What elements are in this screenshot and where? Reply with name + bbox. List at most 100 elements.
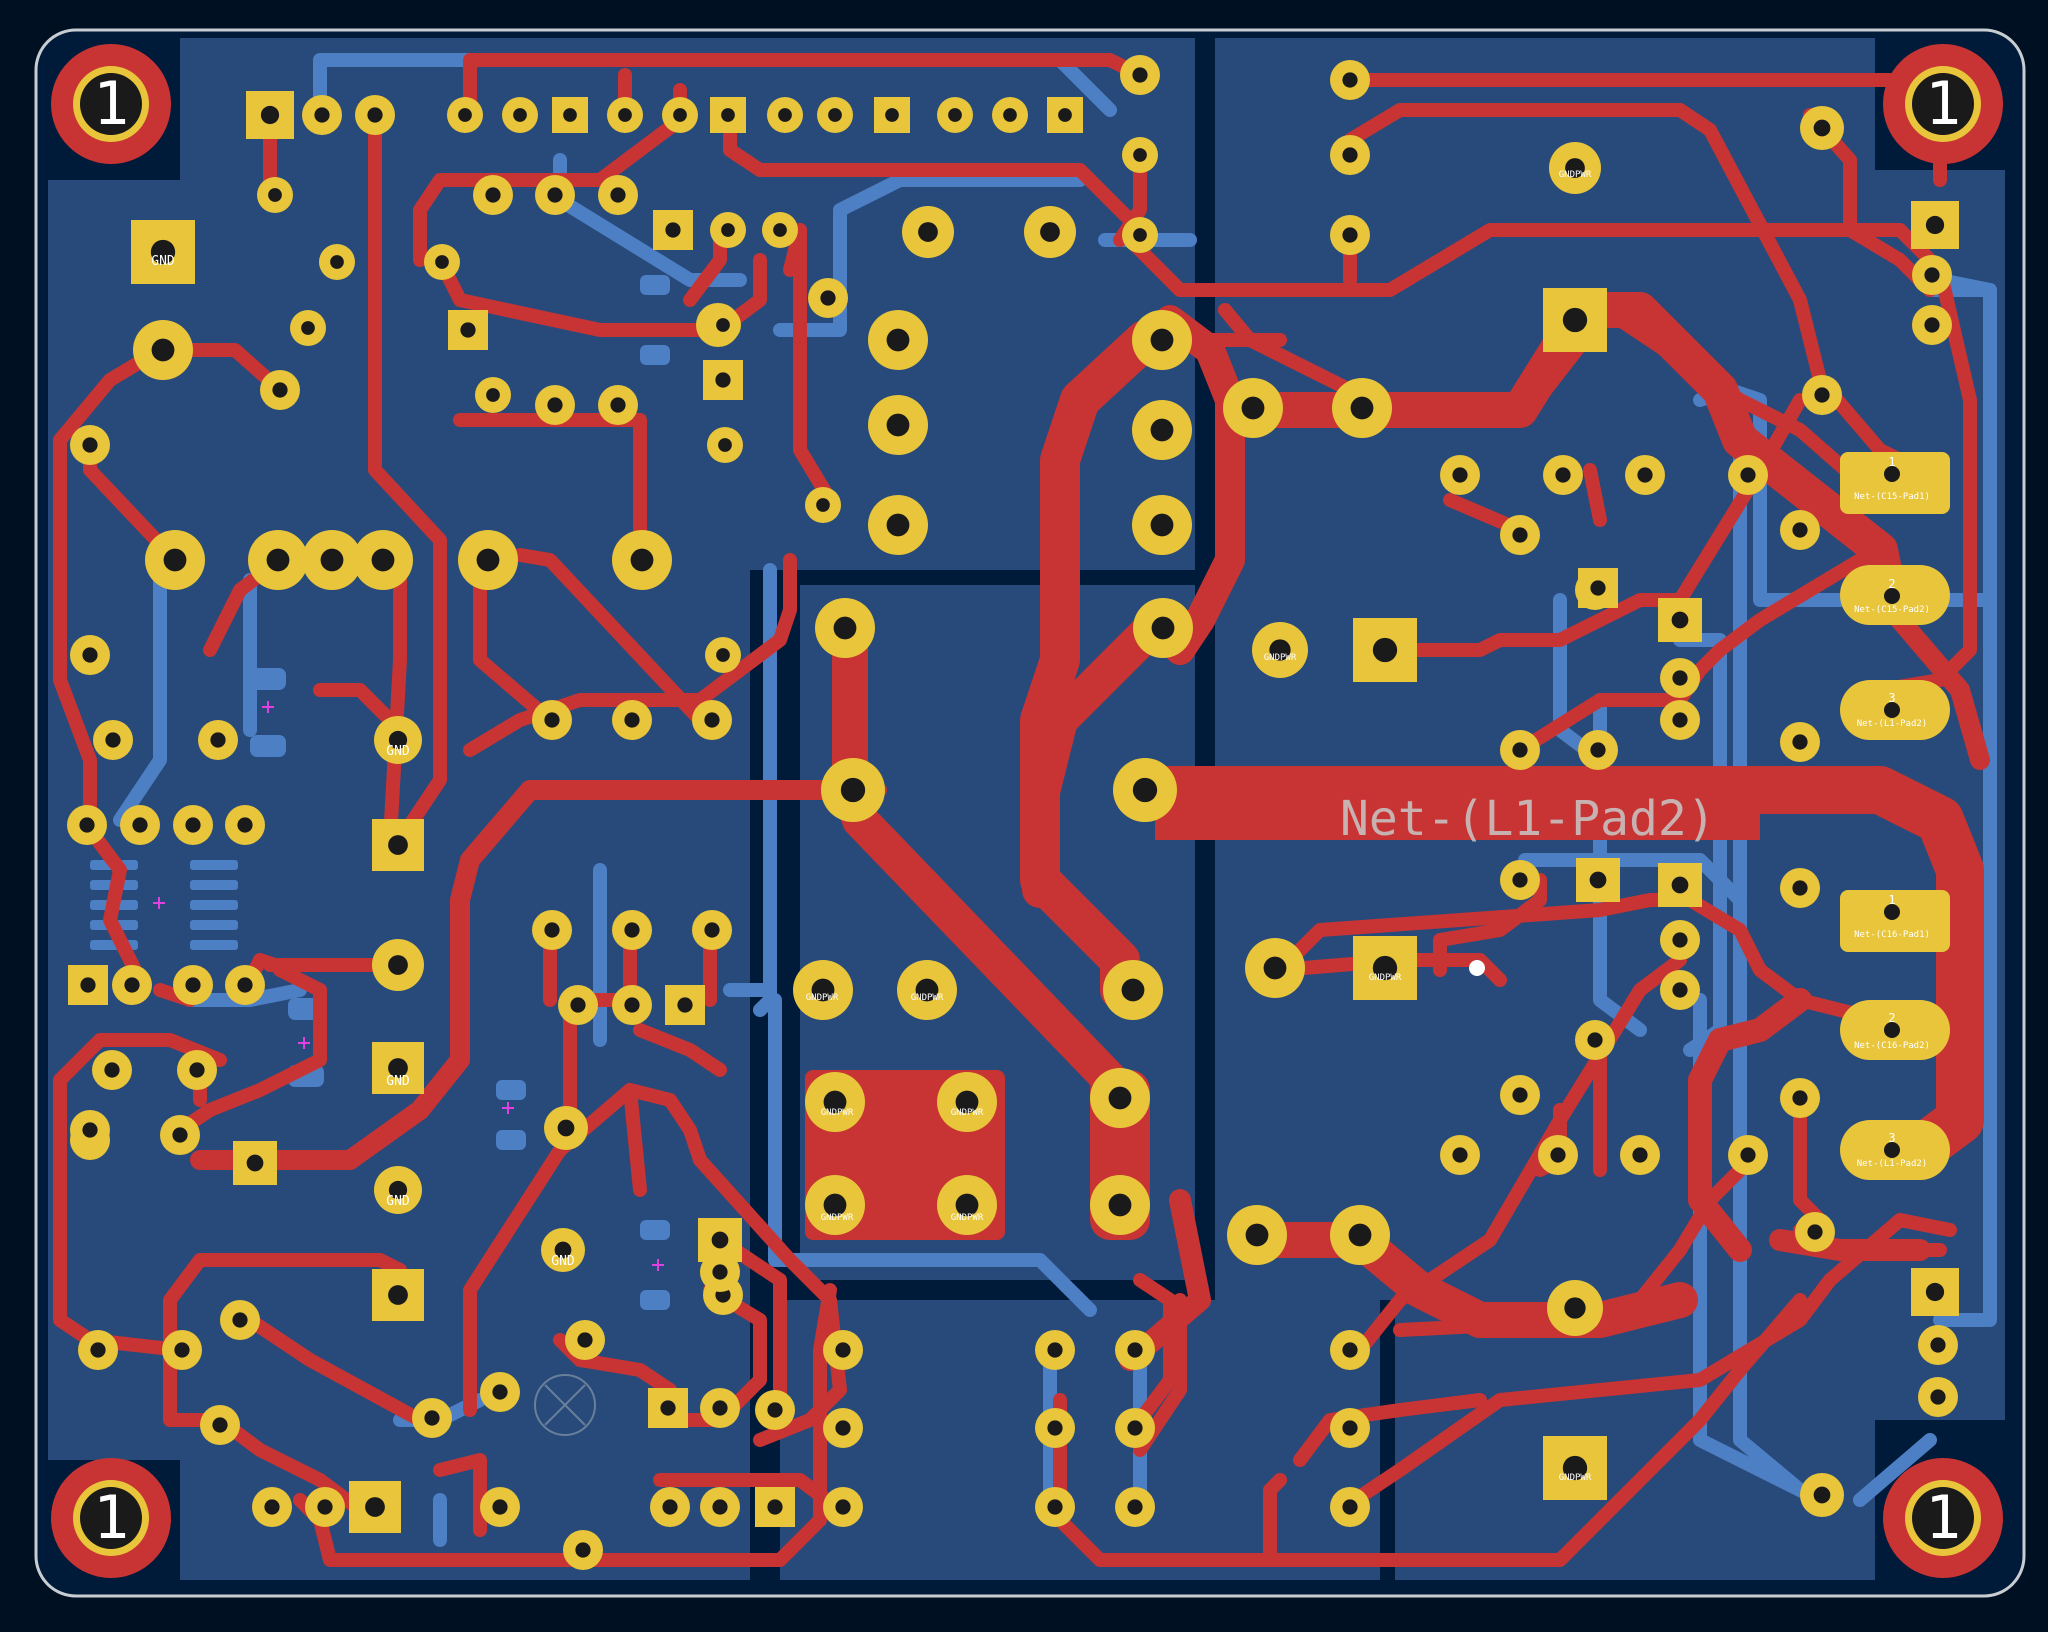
pad-label-gndpwr: GNDPWR [821, 1213, 854, 1223]
through-hole-pad [412, 1398, 452, 1438]
through-hole-pad [1035, 1330, 1075, 1370]
through-hole-pad [868, 495, 928, 555]
through-hole-pad [1132, 495, 1192, 555]
through-hole-pad [1780, 868, 1820, 908]
through-hole-pad [612, 910, 652, 950]
through-hole-pad [1660, 970, 1700, 1010]
square-pad [1578, 568, 1618, 608]
pad-net: Net-(C15-Pad1) [1854, 492, 1930, 502]
through-hole-pad [805, 1072, 865, 1132]
through-hole-pad [1330, 60, 1370, 100]
through-hole-pad [1035, 1408, 1075, 1448]
mounting-hole-label: 1 [93, 69, 129, 139]
round-pads [67, 55, 1958, 1570]
pad-net: Net-(L1-Pad2) [1857, 1159, 1927, 1169]
through-hole-pad [162, 1330, 202, 1370]
through-hole-pad [1660, 920, 1700, 960]
through-hole-pad [173, 805, 213, 845]
pad-label-gndpwr: GNDPWR [1559, 170, 1592, 180]
pad-label-gnd: GND [551, 1254, 575, 1269]
square-pad [1911, 1268, 1959, 1316]
through-hole-pad [1115, 1330, 1155, 1370]
pad-label-gndpwr: GNDPWR [951, 1213, 984, 1223]
through-hole-pad [1780, 1078, 1820, 1118]
through-hole-pad [707, 427, 743, 463]
square-pad [1353, 618, 1417, 682]
square-pad [1047, 97, 1083, 133]
through-hole-pad [160, 1115, 200, 1155]
square-pad [372, 819, 424, 871]
square-pad [698, 1218, 742, 1262]
through-hole-pad [868, 310, 928, 370]
mounting-hole-label: 1 [1925, 1483, 1961, 1553]
through-hole-pad [424, 244, 460, 280]
through-hole-pad [1252, 622, 1308, 678]
through-hole-pad [1223, 378, 1283, 438]
through-hole-pad [220, 1300, 260, 1340]
through-hole-pad [1500, 860, 1540, 900]
through-hole-pad [177, 1050, 217, 1090]
connector-j-bottom-pad-3: 3 Net-(L1-Pad2) [1840, 1120, 1950, 1180]
square-pad [755, 1487, 795, 1527]
through-hole-pad [705, 637, 741, 673]
pad-silk-labels: GND GND GND GND GND GNDPWR GNDPWR GNDPWR… [151, 170, 1592, 1483]
through-hole-pad [1090, 1175, 1150, 1235]
through-hole-pad [558, 985, 598, 1025]
pad-label-gndpwr: GNDPWR [821, 1108, 854, 1118]
through-hole-pad [355, 95, 395, 135]
through-hole-pad [1115, 1487, 1155, 1527]
through-hole-pad [1918, 1325, 1958, 1365]
pad-label-gnd: GND [386, 744, 410, 759]
square-pad [874, 97, 910, 133]
through-hole-pad [767, 97, 803, 133]
pad-label-gndpwr: GNDPWR [1264, 653, 1297, 663]
through-hole-pad [762, 212, 798, 248]
mounting-hole-top-right: 1 [1883, 44, 2003, 164]
square-pad [1658, 598, 1702, 642]
mounting-holes: 1 1 1 1 [51, 44, 2003, 1578]
square-pad [246, 91, 294, 139]
through-hole-pad [692, 910, 732, 950]
through-hole-pad [612, 985, 652, 1025]
through-hole-pad [70, 425, 110, 465]
through-hole-pad [1728, 1135, 1768, 1175]
connector-j-bottom-pad-2: 2 Net-(C16-Pad2) [1840, 1000, 1950, 1060]
through-hole-pad [532, 700, 572, 740]
connector-j-bottom-pad-1: 1 Net-(C16-Pad1) [1840, 890, 1950, 952]
net-name-label: Net-(L1-Pad2) [1340, 791, 1716, 847]
through-hole-pad [1802, 375, 1842, 415]
through-hole-pad [598, 385, 638, 425]
through-hole-pad [535, 385, 575, 425]
connector-j-top-pad-2: 2 Net-(C15-Pad2) [1840, 565, 1950, 625]
through-hole-pad [793, 960, 853, 1020]
through-hole-pad [372, 939, 424, 991]
through-hole-pad [937, 1175, 997, 1235]
through-hole-pad [541, 1228, 585, 1272]
pad-label-gndpwr: GNDPWR [911, 993, 944, 1003]
through-hole-pad [535, 175, 575, 215]
through-hole-pad [1024, 206, 1076, 258]
through-hole-pad [1245, 938, 1305, 998]
through-hole-pad [305, 1487, 345, 1527]
through-hole-pad [612, 530, 672, 590]
through-hole-pad [260, 370, 300, 410]
through-hole-pad [1120, 55, 1160, 95]
through-hole-pad [198, 720, 238, 760]
through-hole-pad [1440, 455, 1480, 495]
square-pad [372, 1269, 424, 1321]
through-hole-pad [823, 1408, 863, 1448]
through-hole-pad [225, 805, 265, 845]
through-hole-pad [225, 965, 265, 1005]
pad-label-gndpwr: GNDPWR [806, 993, 839, 1003]
through-hole-pad [93, 720, 133, 760]
through-hole-pad [532, 910, 572, 950]
through-hole-pad [1132, 400, 1192, 460]
through-hole-pad [473, 175, 513, 215]
through-hole-pad [1795, 1212, 1835, 1252]
through-hole-pad [823, 1487, 863, 1527]
through-hole-pad [1122, 137, 1158, 173]
mounting-hole-top-left: 1 [51, 44, 171, 164]
square-pads [68, 91, 1959, 1533]
through-hole-pad [937, 1072, 997, 1132]
